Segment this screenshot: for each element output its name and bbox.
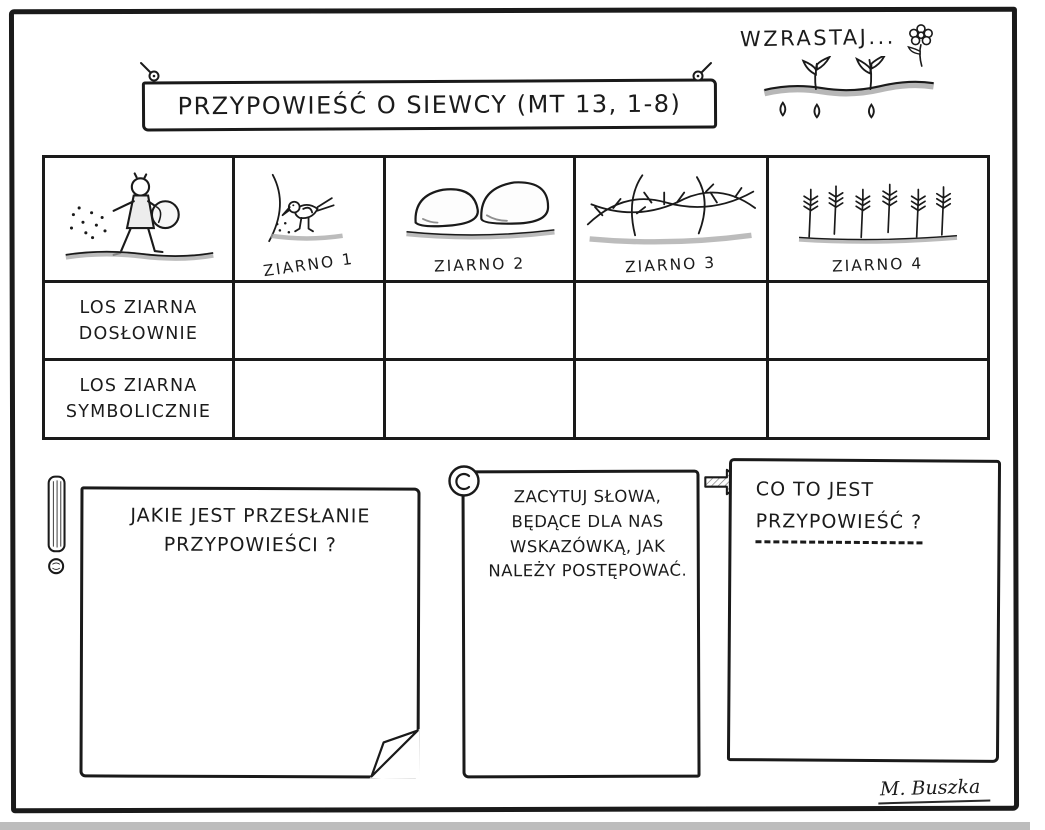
note-quote-title: ZACYTUJ SŁOWA, BĘDĄCE DLA NAS WSKAZÓWKĄ,… <box>464 473 696 585</box>
bird-icon <box>268 173 343 243</box>
seed-label: ZIARNO 4 <box>832 254 924 276</box>
table-header-ziarno-3: ZIARNO 3 <box>576 158 769 283</box>
speech-bubble-icon <box>448 465 480 497</box>
pin-icon <box>140 62 160 82</box>
table-header-sower <box>45 158 235 283</box>
note-quote-box: ZACYTUJ SŁOWA, BĘDĄCE DLA NAS WSKAZÓWKĄ,… <box>461 469 701 779</box>
note-title-line: BĘDĄCE DLA NAS <box>511 511 664 531</box>
table-header-ziarno-1: ZIARNO 1 <box>235 158 386 283</box>
sower-table: ZIARNO 1 ZIARNO 2 <box>42 155 990 440</box>
seed-label: ZIARNO 2 <box>433 254 526 276</box>
signature: M. Buszka <box>877 775 991 805</box>
note-definition-box: CO TO JEST PRZYPOWIEŚĆ ? <box>726 458 1002 763</box>
answer-cell <box>769 361 987 437</box>
rocks-icon <box>405 181 555 240</box>
note-message-title: JAKIE JEST PRZESŁANIE PRZYPOWIEŚCI ? <box>83 489 417 561</box>
note-title-line: PRZYPOWIEŚCI ? <box>163 534 337 557</box>
note-definition-title: CO TO JEST PRZYPOWIEŚĆ ? <box>731 461 998 544</box>
answer-cell <box>235 283 386 361</box>
exclamation-icon <box>47 475 66 575</box>
wheat-icon <box>798 183 958 244</box>
seed-label: ZIARNO 1 <box>262 249 356 281</box>
note-title-line-underlined: PRZYPOWIEŚĆ ? <box>755 505 923 544</box>
scan-edge <box>0 822 1030 830</box>
sower-icon <box>64 172 214 261</box>
grow-label: WZRASTAJ... <box>739 24 897 52</box>
note-title-line: JAKIE JEST PRZESŁANIE <box>130 504 371 528</box>
answer-cell <box>235 361 386 437</box>
table-header-ziarno-2: ZIARNO 2 <box>386 158 576 283</box>
note-message-box: JAKIE JEST PRZESŁANIE PRZYPOWIEŚCI ? <box>79 486 421 779</box>
page-fold-icon <box>369 728 420 779</box>
table-header-ziarno-4: ZIARNO 4 <box>769 158 987 283</box>
pin-icon <box>692 62 712 82</box>
page-title: PRZYPOWIEŚĆ O SIEWCY (MT 13, 1-8) <box>177 89 682 121</box>
flower-icon <box>907 24 933 67</box>
row-label-line: DOSŁOWNIE <box>78 323 199 344</box>
sprouts-icon <box>763 56 935 119</box>
note-title-line: ZACYTUJ SŁOWA, <box>513 486 662 507</box>
row-label-line: LOS ZIARNA <box>79 376 198 396</box>
note-title-line: NALEŻY POSTĘPOWAĆ. <box>488 560 688 581</box>
answer-cell <box>769 283 987 361</box>
answer-cell <box>386 361 576 437</box>
row-label-line: SYMBOLICZNIE <box>65 402 212 422</box>
note-title-line: WSKAZÓWKĄ, JAK <box>509 536 666 556</box>
row-label-line: LOS ZIARNA <box>79 297 198 318</box>
answer-cell <box>386 283 576 361</box>
answer-cell <box>576 361 769 437</box>
title-banner: PRZYPOWIEŚĆ O SIEWCY (MT 13, 1-8) <box>141 78 718 132</box>
row-label-doslownie: LOS ZIARNA DOSŁOWNIE <box>45 283 235 361</box>
note-title-line: CO TO JEST <box>755 478 875 502</box>
thorns-icon <box>586 174 756 245</box>
seed-label: ZIARNO 3 <box>625 253 717 277</box>
row-label-symbolicznie: LOS ZIARNA SYMBOLICZNIE <box>45 361 235 437</box>
answer-cell <box>576 283 769 361</box>
